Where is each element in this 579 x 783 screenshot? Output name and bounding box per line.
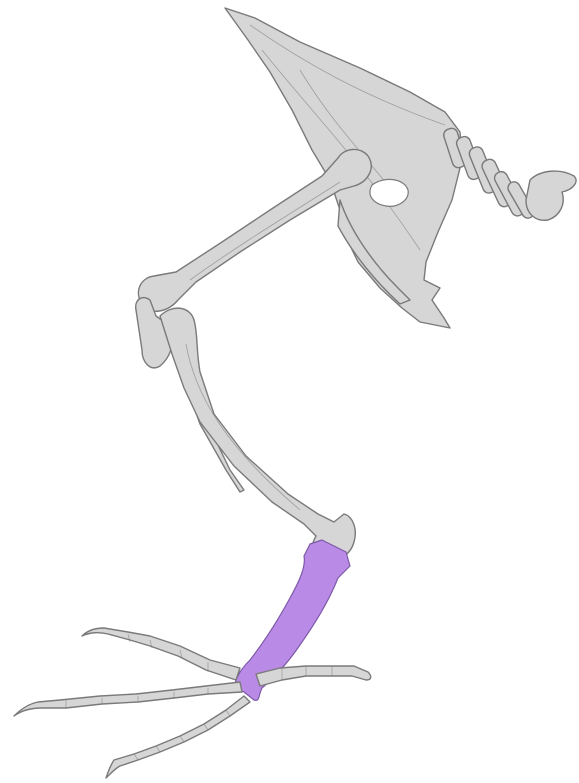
tibiotarsus-bone — [160, 308, 355, 561]
pygostyle-bone — [526, 171, 576, 220]
toe-outer — [256, 666, 371, 686]
toe-middle — [106, 696, 250, 778]
hind-toe — [82, 628, 240, 680]
toe-inner — [14, 682, 242, 716]
femur-bone — [138, 149, 371, 311]
